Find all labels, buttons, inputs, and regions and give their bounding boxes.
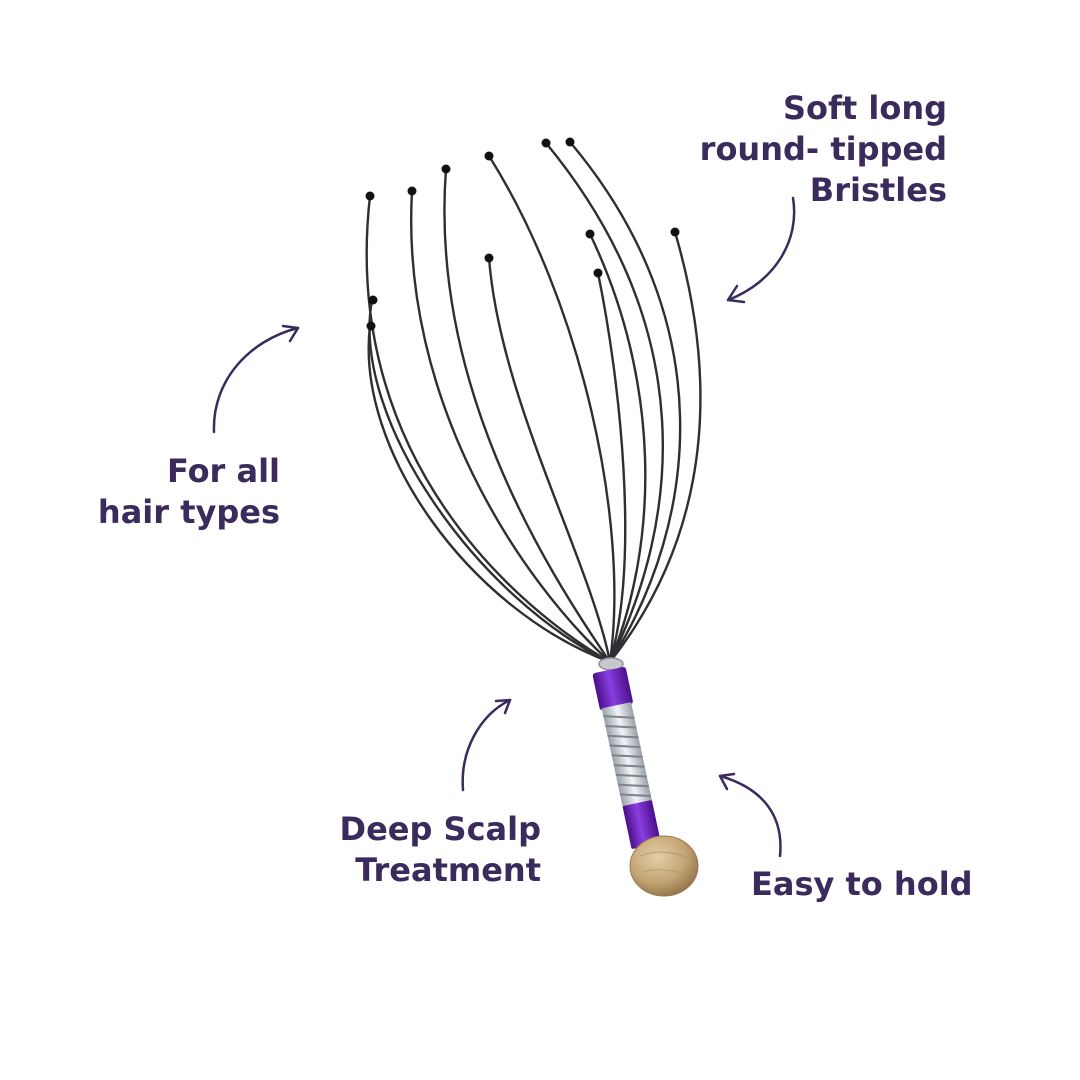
bristle-tip <box>407 186 417 196</box>
bristle-wires <box>365 140 702 664</box>
callout-easy-to-hold: Easy to hold <box>751 864 973 905</box>
bristle-tip <box>593 268 603 278</box>
bristle-tip <box>484 151 494 161</box>
callout-deep-scalp: Deep Scalp Treatment <box>340 809 542 891</box>
spring-coils <box>603 715 652 798</box>
handle-purple-top <box>592 667 633 711</box>
bristle-wire <box>588 232 647 664</box>
bristle-tip <box>366 321 376 331</box>
callout-line: Easy to hold <box>751 865 973 903</box>
bristle-wire <box>443 167 612 664</box>
arrow-hold-icon <box>718 772 782 858</box>
callout-line: Deep Scalp <box>339 810 542 848</box>
bristle-wire <box>568 140 682 664</box>
handle-purple-bottom <box>622 800 661 849</box>
callout-hair-types: For all hair types <box>98 451 280 533</box>
arrow-hair-types-icon <box>212 324 300 434</box>
bristle-wire <box>409 189 612 664</box>
bristle-tip <box>565 137 575 147</box>
bristle-wire <box>487 154 616 664</box>
callout-line: Treatment <box>355 851 541 889</box>
callout-line: For all <box>167 452 280 490</box>
bristle-tip <box>585 229 595 239</box>
wood-ball <box>629 835 699 897</box>
bristle-wire <box>367 324 612 664</box>
callout-bristles: Soft long round- tipped Bristles <box>700 88 947 211</box>
arrow-scalp-icon <box>461 698 512 792</box>
callout-line: Soft long <box>782 89 947 127</box>
bristle-wire <box>596 271 627 664</box>
callout-line: round- tipped <box>699 130 947 168</box>
bristle-tip <box>368 295 378 305</box>
bristle-tip <box>484 253 494 263</box>
bristle-tip <box>365 191 375 201</box>
bristle-tip <box>670 227 680 237</box>
bristle-wire <box>544 141 664 664</box>
bristle-tips <box>365 137 680 331</box>
handle <box>592 667 661 849</box>
bristle-tip <box>541 138 551 148</box>
bristle-wire <box>368 298 612 664</box>
bristle-wire <box>487 256 612 664</box>
bristle-tip <box>441 164 451 174</box>
callout-line: Bristles <box>809 171 947 209</box>
bristle-wire <box>608 230 702 664</box>
callout-line: hair types <box>97 493 280 531</box>
arrow-bristles-icon <box>726 196 796 304</box>
